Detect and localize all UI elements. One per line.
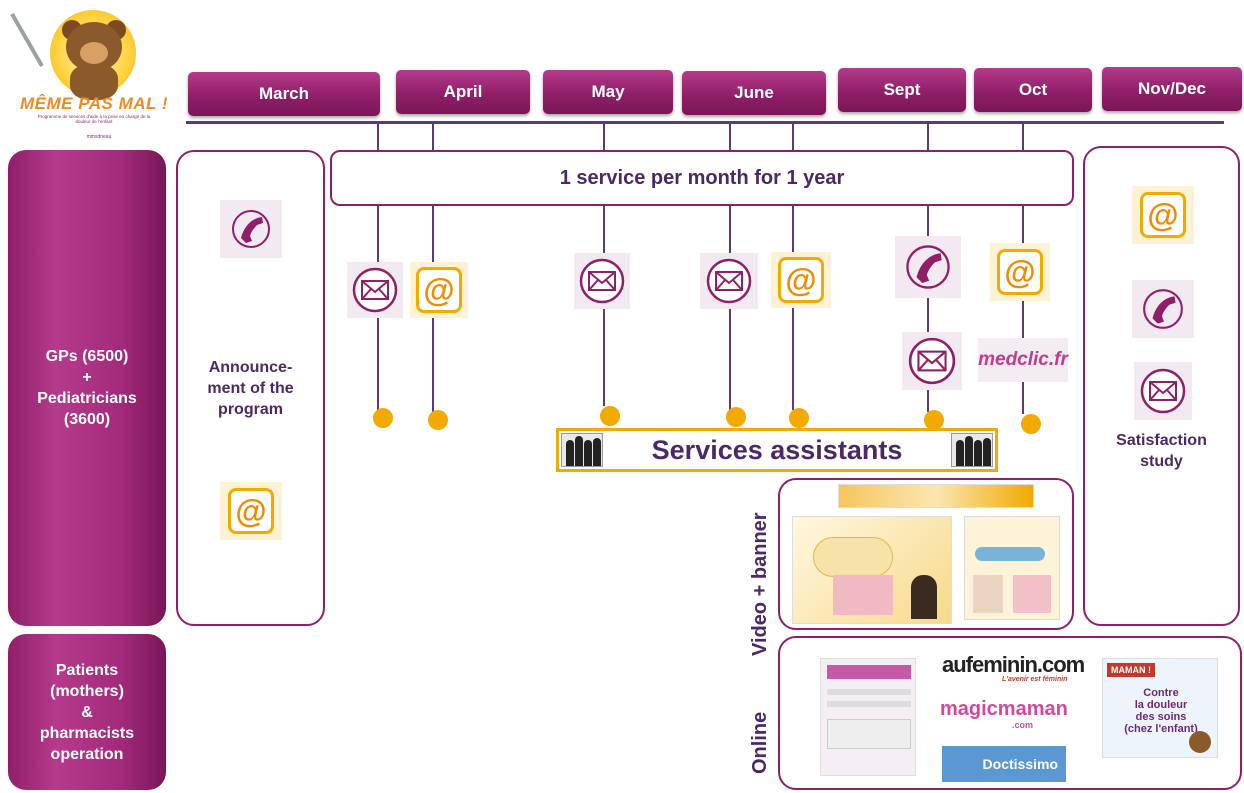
logo-subtitle: Programme de services d'aide à la prise … — [37, 114, 151, 124]
video-banner-panel — [778, 478, 1074, 630]
phone-icon — [1132, 280, 1194, 338]
month-oct: Oct — [974, 68, 1092, 112]
mail-icon — [902, 332, 962, 390]
phone-icon — [220, 200, 282, 258]
timeline-stem — [927, 122, 929, 150]
bear-body — [70, 64, 118, 100]
milestone-dot — [1021, 414, 1041, 434]
timeline-stem — [792, 122, 794, 150]
month-may: May — [543, 70, 673, 114]
month-april: April — [396, 70, 530, 114]
milestone-dot — [726, 407, 746, 427]
service-bar: 1 service per month for 1 year — [330, 150, 1074, 206]
milestone-dot — [373, 408, 393, 428]
timeline-stem — [792, 206, 794, 410]
medclic-logo-text: medclic.fr — [978, 349, 1068, 370]
bear-face — [80, 42, 108, 64]
meme-pas-mal-logo: MÊME PAS MAL ! Programme de services d'a… — [10, 6, 174, 146]
category-patients: Patients (mothers) & pharmacists operati… — [8, 634, 166, 790]
month-june: June — [682, 71, 826, 115]
month-sept: Sept — [838, 68, 966, 112]
timeline-stem — [603, 122, 605, 150]
logo-brand: mmsdneau — [86, 134, 112, 140]
poster-badge: MAMAN ! — [1107, 663, 1155, 677]
doctissimo-logo: Doctissimo — [942, 746, 1066, 782]
email-at-icon: @ — [220, 482, 282, 540]
announcement-panel: Announce- ment of the program @ — [176, 150, 325, 626]
sword-icon — [10, 13, 44, 68]
timeline-stem — [377, 122, 379, 150]
mail-icon — [574, 253, 630, 309]
people-icon — [561, 433, 603, 467]
milestone-dot — [600, 406, 620, 426]
timeline-stem — [432, 122, 434, 150]
aufeminin-tagline: L'avenir est féminin — [1002, 676, 1068, 683]
magicmaman-domain: .com — [1012, 720, 1034, 730]
month-novdec: Nov/Dec — [1102, 67, 1242, 111]
poster-text: Contre la douleur des soins (chez l'enfa… — [1124, 687, 1198, 735]
poster-thumbnail: MAMAN ! Contre la douleur des soins (che… — [1102, 658, 1218, 758]
services-assistants-bar: Services assistants — [556, 428, 998, 472]
mail-icon — [347, 262, 403, 318]
services-assistants-label: Services assistants — [651, 434, 903, 465]
category-gps: GPs (6500) + Pediatricians (3600) — [8, 150, 166, 626]
people-icon — [951, 433, 993, 467]
medclic-logo: medclic.fr — [978, 338, 1068, 382]
banner-thumbnail — [838, 484, 1034, 508]
timeline-axis — [186, 121, 1224, 124]
mail-icon — [1134, 362, 1192, 420]
milestone-dot — [924, 410, 944, 430]
video-thumbnail — [792, 516, 952, 624]
email-at-icon: @ — [1132, 186, 1194, 244]
satisfaction-panel: @ Satisfaction study — [1083, 146, 1240, 626]
web-page-thumbnail — [964, 516, 1060, 620]
magicmaman-logo: magicmaman — [940, 698, 1068, 720]
announcement-text: Announce- ment of the program — [207, 359, 294, 418]
online-panel: aufeminin.com L'avenir est féminin magic… — [778, 636, 1242, 790]
aufeminin-logo: aufeminin.com — [942, 652, 1085, 677]
email-at-icon: @ — [990, 243, 1050, 301]
email-at-icon: @ — [771, 252, 831, 308]
milestone-dot — [428, 410, 448, 430]
online-label: Online — [749, 711, 771, 774]
video-banner-label: Video + banner — [749, 512, 771, 656]
satisfaction-text: Satisfaction study — [1116, 432, 1207, 470]
timeline-stem — [1022, 206, 1024, 414]
website-page-thumbnail — [820, 658, 916, 776]
timeline-stem — [729, 122, 731, 150]
mail-icon — [700, 253, 758, 309]
email-at-icon: @ — [410, 262, 468, 318]
doctissimo-text: Doctissimo — [982, 756, 1058, 772]
phone-icon — [895, 236, 961, 298]
timeline-stem — [1022, 122, 1024, 150]
month-march: March — [188, 72, 380, 116]
bear-icon — [1189, 731, 1211, 753]
milestone-dot — [789, 408, 809, 428]
timeline-stem — [927, 206, 929, 412]
logo-title: MÊME PAS MAL ! — [19, 94, 169, 113]
